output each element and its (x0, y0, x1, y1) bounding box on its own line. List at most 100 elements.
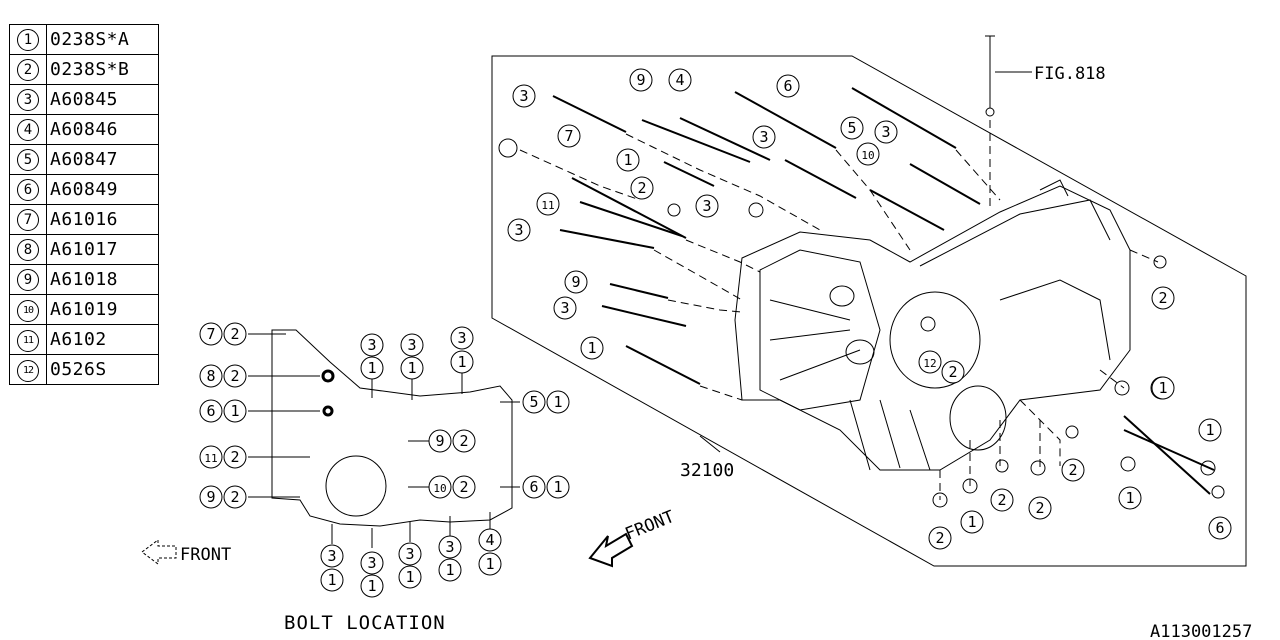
bolt-callout-circle (398, 565, 422, 589)
bolt-callout-circle (320, 544, 344, 568)
legend-row: 6 A60849 (9, 174, 159, 205)
exploded-callout-label: 2 (1158, 289, 1167, 307)
bolt-callout-label: 6 (529, 478, 538, 496)
legend-code: 0238S*B (46, 54, 159, 85)
exploded-callout-circle (629, 68, 653, 92)
exploded-callout-label: 12 (923, 357, 936, 370)
bolt-callout-circle (450, 326, 474, 350)
exploded-callout-circle (536, 192, 560, 216)
exploded-callout-label: 1 (967, 513, 976, 531)
washer (498, 138, 518, 158)
exploded-callout-circle (776, 74, 800, 98)
nut (995, 459, 1009, 473)
bolt-location-bore (325, 455, 387, 517)
legend-code: A60849 (46, 174, 159, 205)
exploded-callout-circle (557, 124, 581, 148)
nut (1114, 380, 1130, 396)
legend-num: 5 (17, 149, 39, 171)
bolt-callout-label: 1 (405, 568, 414, 586)
fig-ref-label: FIG.818 (1034, 64, 1106, 84)
bolt-callout-label: 1 (445, 561, 454, 579)
exploded-callout-label: 1 (1158, 379, 1167, 397)
exploded-callout-label: 7 (564, 127, 573, 145)
bolt-callout-circle (320, 568, 344, 592)
bolt-location-title: BOLT LOCATION (284, 612, 446, 634)
bolt-callout-label: 1 (485, 555, 494, 573)
exploded-callout-label: 1 (1125, 489, 1134, 507)
leader-dashes (519, 133, 1159, 500)
front-label-right: FRONT (622, 507, 677, 545)
bolt-callout-label: 1 (230, 402, 239, 420)
bolt-callout-circle (400, 333, 424, 357)
bolt-callout-label: 3 (367, 336, 376, 354)
bolt-callout-circle (478, 552, 502, 576)
exploded-callout-label: 3 (560, 299, 569, 317)
bolt-callout-label: 7 (206, 325, 215, 343)
exploded-callout-circle (1208, 516, 1232, 540)
legend-code: A61016 (46, 204, 159, 235)
legend-num: 4 (17, 119, 39, 141)
bolt-callout-label: 3 (327, 547, 336, 565)
exploded-callout-label: 3 (881, 123, 890, 141)
bolt-callout-label: 9 (206, 488, 215, 506)
bolt-callout-circle (199, 364, 223, 388)
legend-num: 6 (17, 179, 39, 201)
exploded-callout-label: 11 (541, 199, 554, 212)
exploded-callout-circle (630, 176, 654, 200)
bolt-callout-circle (522, 390, 546, 414)
bolt-callout-circle (428, 475, 452, 499)
nut (1211, 485, 1225, 499)
exploded-callout-circle (1151, 286, 1175, 310)
exploded-callout-circle (1061, 458, 1085, 482)
bolt-callout-label: 6 (206, 402, 215, 420)
bolt-callout-circle (452, 475, 476, 499)
exploded-callout-circle (840, 116, 864, 140)
bolt-callout-circle (478, 528, 502, 552)
bolt-location-hole (321, 369, 335, 383)
legend-row: 12 0526S (9, 354, 159, 385)
bolt-callout-circle (223, 364, 247, 388)
legend-num: 11 (17, 330, 39, 352)
exploded-callout-circle (507, 218, 531, 242)
nut (748, 202, 764, 218)
bolt-callout-label: 1 (407, 359, 416, 377)
front-arrow-right-icon (588, 532, 634, 568)
nut (1120, 456, 1136, 472)
exploded-callout-label: 6 (1215, 519, 1224, 537)
bolt-callout-label: 3 (407, 336, 416, 354)
exploded-callout-circle (918, 350, 942, 374)
bolt-callout-label: 3 (457, 329, 466, 347)
exploded-callout-circle (668, 68, 692, 92)
legend-code: 0526S (46, 354, 159, 385)
bolt-callout-label: 3 (445, 538, 454, 556)
callouts: 3946533107123113931212281212126217282611… (199, 68, 1232, 598)
bolt-callout-circle (438, 535, 462, 559)
bolt-callout-circle (223, 445, 247, 469)
legend-num: 12 (17, 360, 39, 382)
legend-num: 10 (17, 300, 39, 322)
exploded-callout-label: 2 (948, 363, 957, 381)
bolts (552, 87, 1215, 495)
legend-code: A61017 (46, 234, 159, 265)
bolt-callout-label: 1 (553, 393, 562, 411)
exploded-callout-label: 5 (847, 119, 856, 137)
exploded-callout-circle (941, 360, 965, 384)
exploded-callout-circle (752, 125, 776, 149)
part-leader (699, 435, 721, 453)
bolt-callout-label: 4 (485, 531, 494, 549)
nut (1153, 255, 1167, 269)
bolt-callout-circle (398, 542, 422, 566)
bolt-callout-label: 1 (367, 359, 376, 377)
bolt-callout-circle (360, 551, 384, 575)
bolt-callout-label: 5 (529, 393, 538, 411)
bolt-callout-label: 3 (367, 554, 376, 572)
bolt-callout-circle (450, 350, 474, 374)
exploded-callout-circle (990, 488, 1014, 512)
exploded-callout-label: 4 (675, 71, 684, 89)
bolt-callout-label: 2 (459, 432, 468, 450)
